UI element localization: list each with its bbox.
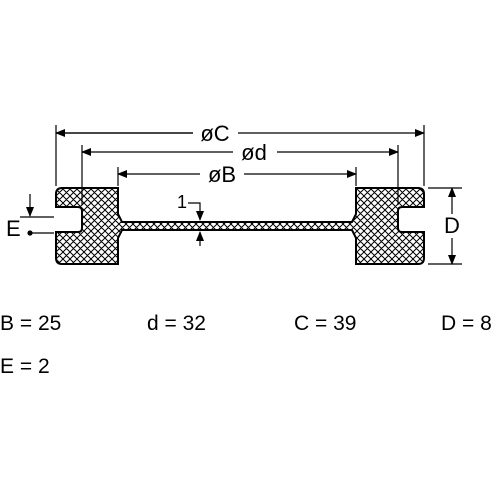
dimension-b: øB [117, 162, 357, 187]
value-b: B = 25 [0, 312, 62, 335]
dimension-d-height: D [444, 187, 460, 265]
value-d-height: D = 8 [441, 312, 492, 335]
dimension-thickness: 1 [177, 192, 204, 246]
dimension-c: øC [55, 121, 425, 146]
value-c: C = 39 [294, 312, 357, 335]
label-e: E [6, 216, 21, 241]
grommet-cross-section-drawing: øC ød øB 1 D E [6, 121, 462, 265]
dimension-e: E [6, 194, 34, 241]
label-thickness: 1 [177, 192, 187, 212]
value-d-small: d = 32 [147, 312, 206, 335]
label-b: øB [208, 162, 236, 187]
dimension-d-small: ød [81, 140, 399, 165]
grommet-section [55, 187, 425, 265]
label-c: øC [200, 121, 229, 146]
label-d-height: D [444, 213, 460, 238]
value-e: E = 2 [0, 355, 50, 378]
label-d-small: ød [241, 140, 267, 165]
